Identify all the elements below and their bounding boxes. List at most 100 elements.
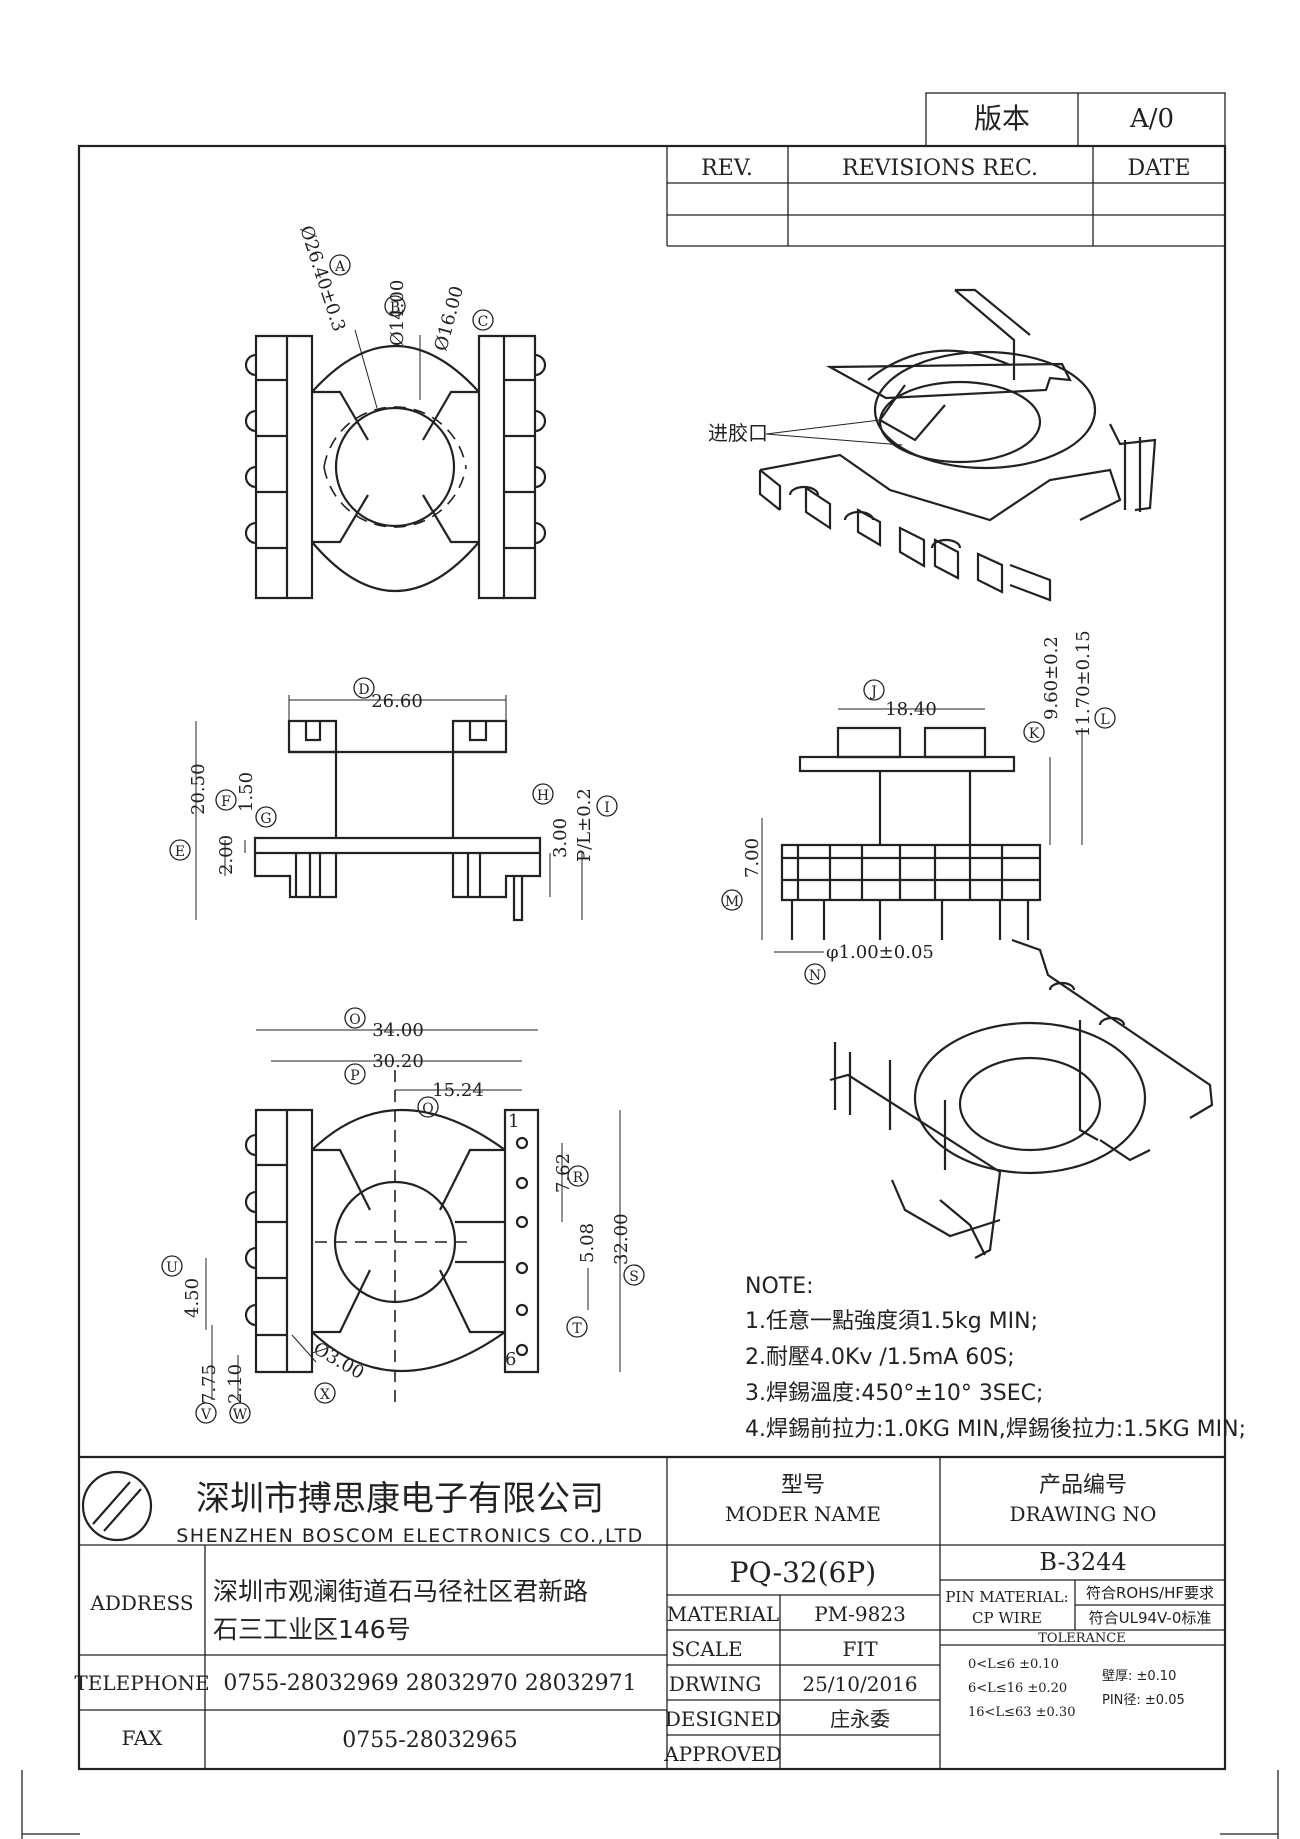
dim-h-text: 3.00 xyxy=(550,818,571,858)
tag-i: I xyxy=(604,800,610,816)
pin-last-label: 6 xyxy=(505,1349,516,1370)
tag-r: R xyxy=(573,1170,584,1186)
tag-p: P xyxy=(350,1068,359,1084)
front-view xyxy=(780,726,1042,940)
dim-f-text: 2.00 xyxy=(216,835,237,875)
company-name-en: SHENZHEN BOSCOM ELECTRONICS CO.,LTD xyxy=(176,1525,644,1547)
dim-g-text: 1.50 xyxy=(236,772,257,812)
dim-x-text: Ø3.00 xyxy=(310,1338,368,1384)
top-view xyxy=(244,329,547,600)
company-name-cn: 深圳市搏思康电子有限公司 xyxy=(196,1479,604,1519)
fax-value: 0755-28032965 xyxy=(342,1728,517,1753)
tag-b: B xyxy=(390,300,400,316)
tag-o: O xyxy=(349,1012,360,1028)
date-header: DATE xyxy=(1127,156,1190,181)
designer-value: 庄永委 xyxy=(830,1707,890,1731)
fax-label: FAX xyxy=(122,1726,164,1750)
note-heading: NOTE: xyxy=(745,1274,814,1299)
bottom-view xyxy=(244,1108,540,1374)
rohs-value: 符合ROHS/HF要求 xyxy=(1086,1584,1214,1602)
dim-s-text: 32.00 xyxy=(611,1213,632,1265)
front-view-dims: 18.40 J 9.60±0.2 K 11.70±0.15 L 7.00 M φ… xyxy=(721,630,1116,985)
dim-m-text: 7.00 xyxy=(742,838,763,878)
scale-value: FIT xyxy=(842,1637,878,1661)
telephone-value: 0755-28032969 28032970 28032971 xyxy=(223,1671,636,1696)
dim-d-text: 26.60 xyxy=(371,691,423,712)
dim-l-text: 11.70±0.15 xyxy=(1073,630,1094,737)
drawing-no-label-cn: 产品编号 xyxy=(1039,1473,1127,1498)
address-line2: 石三工业区146号 xyxy=(213,1615,411,1644)
tag-h: H xyxy=(537,788,549,804)
tag-a: A xyxy=(334,259,346,275)
side-view-dims: 26.60 D 20.50 E 2.00 F 1.50 G 3.00 H P/L… xyxy=(169,677,618,920)
bottom-view-centerlines xyxy=(315,1070,475,1410)
iso-bottom-view xyxy=(829,938,1214,1259)
crop-marks xyxy=(21,1770,1279,1839)
telephone-label: TELEPHONE xyxy=(74,1671,209,1695)
tag-s: S xyxy=(629,1269,639,1285)
dim-v-text: 7.75 xyxy=(199,1364,220,1404)
tolerance-label: TOLERANCE xyxy=(1038,1631,1125,1646)
pin-material-label: PIN MATERIAL: xyxy=(945,1588,1068,1606)
tag-n: N xyxy=(809,968,821,984)
tag-x: X xyxy=(320,1387,330,1403)
material-value: PM-9823 xyxy=(814,1602,906,1626)
dim-k-text: 9.60±0.2 xyxy=(1041,636,1062,720)
tag-u: U xyxy=(166,1260,178,1276)
cp-wire-value: CP WIRE xyxy=(972,1609,1042,1627)
tolerance-row: 6<L≤16 ±0.20 xyxy=(968,1681,1067,1696)
company-logo xyxy=(81,1470,153,1542)
note-item: 4.焊錫前拉力:1.0KG MIN,焊錫後拉力:1.5KG MIN; xyxy=(745,1417,1246,1442)
tag-m: M xyxy=(725,894,739,910)
tag-v: V xyxy=(200,1407,212,1423)
tag-j: J xyxy=(869,684,877,700)
pin-tolerance: PIN径: ±0.05 xyxy=(1102,1693,1185,1708)
ul-value: 符合UL94V-0标准 xyxy=(1089,1609,1212,1627)
designed-label: DESIGNED xyxy=(665,1707,781,1731)
note-item: 1.任意一點強度須1.5kg MIN; xyxy=(745,1309,1038,1334)
dim-a-text: Ø26.40±0.3 xyxy=(295,223,349,334)
rev-header: REV. xyxy=(701,156,753,181)
version-value: A/0 xyxy=(1129,104,1174,134)
pin-first-label: 1 xyxy=(508,1111,519,1132)
dim-u-text: 4.50 xyxy=(182,1278,203,1318)
tag-g: G xyxy=(260,811,271,827)
tolerance-row: 0<L≤6 ±0.10 xyxy=(968,1657,1059,1672)
top-view-dims: Ø26.40±0.3 Ø14.00 Ø16.00 A B C xyxy=(295,223,494,353)
drawing-no-label-en: DRAWING NO xyxy=(1010,1502,1157,1526)
model-value: PQ-32(6P) xyxy=(730,1556,876,1589)
dim-i-text: P/L±0.2 xyxy=(574,788,595,862)
drwing-date: 25/10/2016 xyxy=(802,1672,917,1696)
tag-d: D xyxy=(358,682,369,698)
version-box: 版本 A/0 xyxy=(925,92,1226,147)
dim-t-text: 5.08 xyxy=(577,1223,598,1263)
iso-top-view xyxy=(758,288,1157,602)
address-line1: 深圳市观澜街道石马径社区君新路 xyxy=(213,1577,588,1606)
model-label-en: MODER NAME xyxy=(725,1502,881,1526)
tag-q: Q xyxy=(422,1101,433,1117)
title-block-grid xyxy=(79,1455,1225,1769)
side-view xyxy=(253,719,542,922)
dim-c-text: Ø16.00 xyxy=(431,284,468,353)
tag-l: L xyxy=(1100,712,1109,728)
version-label: 版本 xyxy=(974,102,1030,135)
model-label-cn: 型号 xyxy=(781,1473,825,1498)
dim-r-text: 7.62 xyxy=(553,1153,574,1193)
notes: NOTE: 1.任意一點強度須1.5kg MIN; 2.耐壓4.0Kv /1.5… xyxy=(745,1274,1246,1442)
note-item: 3.焊錫溫度:450°±10° 3SEC; xyxy=(745,1381,1043,1406)
revision-table xyxy=(666,146,1225,247)
tag-c: C xyxy=(478,314,489,330)
tag-e: E xyxy=(175,844,185,860)
drawing-frame xyxy=(77,144,1227,1771)
tolerance-row: 16<L≤63 ±0.30 xyxy=(968,1705,1075,1720)
approved-label: APPROVED xyxy=(663,1742,782,1766)
dim-o-text: 34.00 xyxy=(372,1020,424,1041)
drawing-no-value: B-3244 xyxy=(1039,1548,1126,1576)
drwing-label: DRWING xyxy=(669,1672,762,1696)
dim-p-text: 30.20 xyxy=(372,1051,424,1072)
revisions-rec-header: REVISIONS REC. xyxy=(842,156,1038,181)
material-label: MATERIAL xyxy=(667,1602,779,1626)
address-label: ADDRESS xyxy=(89,1591,193,1615)
tag-w: W xyxy=(233,1407,248,1423)
